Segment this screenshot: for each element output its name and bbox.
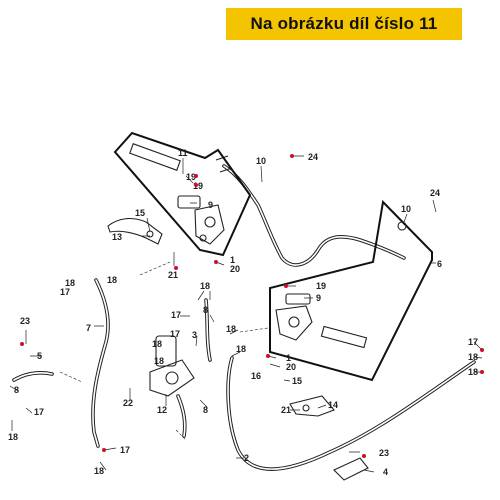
- label-9: 9: [208, 200, 213, 210]
- label-18: 18: [226, 324, 236, 334]
- label-17: 17: [60, 287, 70, 297]
- guide-lines: [59, 261, 269, 441]
- center-hose-8: [176, 298, 212, 438]
- label-23: 23: [379, 448, 389, 458]
- left-master-cylinder-frame: [113, 131, 252, 257]
- label-1: 1: [230, 255, 235, 265]
- label-5: 5: [37, 351, 42, 361]
- label-17: 17: [34, 407, 44, 417]
- label-17: 17: [468, 337, 478, 347]
- label-4: 4: [383, 467, 388, 477]
- bracket-4: [333, 457, 369, 481]
- label-19: 19: [193, 181, 203, 191]
- label-23: 23: [20, 316, 30, 326]
- label-17: 17: [171, 310, 181, 320]
- right-master-cylinder-frame: [269, 199, 433, 382]
- part-labels: 11 10 24 19 19 9 15 13 21 1 20 24 10 6 1…: [8, 148, 478, 477]
- label-18: 18: [468, 367, 478, 377]
- label-18: 18: [154, 356, 164, 366]
- label-24: 24: [430, 188, 440, 198]
- label-24: 24: [308, 152, 318, 162]
- label-22: 22: [123, 398, 133, 408]
- label-18: 18: [152, 339, 162, 349]
- label-20: 20: [286, 362, 296, 372]
- label-21: 21: [281, 405, 291, 415]
- label-18: 18: [65, 278, 75, 288]
- label-6: 6: [437, 259, 442, 269]
- label-3: 3: [192, 330, 197, 340]
- label-15: 15: [292, 376, 302, 386]
- label-19: 19: [316, 281, 326, 291]
- handlebar: [215, 155, 406, 267]
- label-18: 18: [94, 466, 104, 476]
- label-10: 10: [401, 204, 411, 214]
- caliper-hose-5: [12, 371, 54, 382]
- label-8: 8: [203, 305, 208, 315]
- rear-lever: [289, 395, 335, 417]
- rear-brake-hose-2: [226, 356, 476, 471]
- label-10: 10: [256, 156, 266, 166]
- label-9: 9: [316, 293, 321, 303]
- label-12: 12: [157, 405, 167, 415]
- label-18: 18: [468, 352, 478, 362]
- leader-lines: [9, 155, 483, 473]
- label-21: 21: [168, 270, 178, 280]
- label-16: 16: [251, 371, 261, 381]
- part-number-banner: Na obrázku díl číslo 11: [226, 8, 462, 40]
- label-13: 13: [112, 232, 122, 242]
- label-17: 17: [170, 329, 180, 339]
- fastener-markers: [20, 154, 484, 458]
- label-20: 20: [230, 264, 240, 274]
- label-15: 15: [135, 208, 145, 218]
- label-14: 14: [328, 400, 338, 410]
- label-19: 19: [186, 172, 196, 182]
- front-brake-hose-7: [91, 278, 110, 448]
- label-18: 18: [236, 344, 246, 354]
- label-7: 7: [86, 323, 91, 333]
- label-8: 8: [203, 405, 208, 415]
- label-18: 18: [200, 281, 210, 291]
- label-2: 2: [244, 453, 249, 463]
- label-8: 8: [14, 385, 19, 395]
- banner-text: Na obrázku díl číslo 11: [250, 14, 438, 33]
- label-18: 18: [107, 275, 117, 285]
- label-18: 18: [8, 432, 18, 442]
- label-11: 11: [178, 148, 188, 158]
- label-17: 17: [120, 445, 130, 455]
- label-1: 1: [286, 353, 291, 363]
